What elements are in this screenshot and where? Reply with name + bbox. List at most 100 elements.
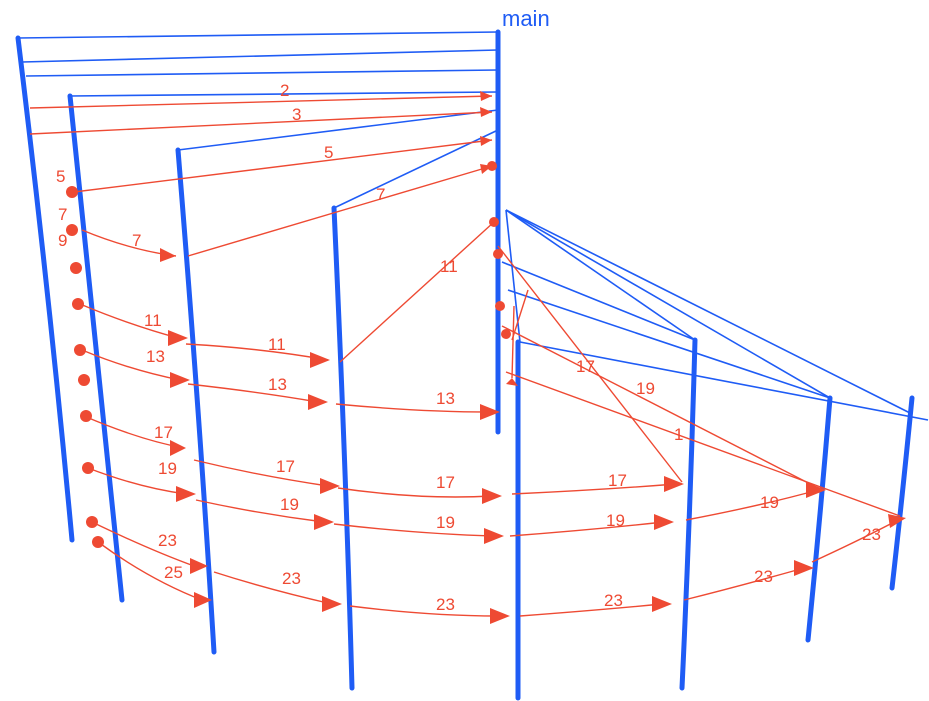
arrowhead [314, 514, 334, 530]
endpoint-dot [495, 301, 505, 311]
message-label: 13 [146, 347, 165, 366]
message-label: 7 [132, 231, 141, 250]
arrowhead [484, 528, 504, 544]
endpoint-dot [66, 224, 78, 236]
tree-branch [505, 209, 913, 415]
message-label: 23 [604, 591, 623, 610]
tree-branch [507, 289, 831, 399]
message-arrow [497, 245, 683, 483]
thread-axis [805, 395, 833, 643]
arrowhead [480, 404, 500, 420]
arrowhead [170, 440, 186, 456]
endpoint-dot [80, 410, 92, 422]
arrowhead [310, 352, 330, 368]
endpoint-dot [86, 516, 98, 528]
message-label: 17 [576, 357, 595, 376]
message-label: 25 [164, 563, 183, 582]
arrowheads [160, 91, 906, 624]
arrowhead [664, 476, 684, 492]
tree-branch [69, 91, 499, 97]
main-thread-label: main [502, 6, 550, 31]
message-arrow [213, 571, 333, 605]
message-arrow [79, 303, 179, 339]
message-label: 19 [760, 493, 779, 512]
arrowhead [480, 136, 492, 146]
tree-branch [505, 209, 696, 341]
endpoint-dot [74, 344, 86, 356]
endpoint-dot [487, 161, 497, 171]
message-label: 7 [376, 185, 385, 204]
arrowhead [170, 372, 190, 388]
endpoint-dot [78, 374, 90, 386]
message-arrow [187, 165, 493, 257]
thread-axes [15, 29, 915, 701]
message-arrow [337, 487, 493, 498]
message-label: 2 [280, 81, 289, 100]
message-arrow [339, 221, 495, 363]
message-arrow [97, 541, 203, 601]
message-label: 7 [58, 205, 67, 224]
endpoint-dot [66, 186, 78, 198]
endpoint-dot [501, 329, 511, 339]
message-arrow [29, 95, 493, 109]
message-label: 3 [292, 105, 301, 124]
message-label: 19 [606, 511, 625, 530]
endpoint-dot [489, 217, 499, 227]
arrowhead [794, 560, 814, 576]
message-arrow [511, 483, 677, 495]
thread-axis [67, 93, 125, 603]
endpoint-dot [493, 249, 503, 259]
message-label: 17 [154, 423, 173, 442]
message-label: 11 [144, 311, 162, 330]
message-label: 5 [56, 167, 65, 186]
message-arrow [185, 343, 329, 361]
message-label: 19 [158, 459, 177, 478]
message-arrow [811, 519, 899, 563]
endpoint-dot [72, 298, 84, 310]
endpoint-dots [66, 161, 511, 548]
arrowhead [480, 107, 492, 117]
message-arrow [29, 111, 493, 135]
message-arrow [81, 349, 181, 381]
arrowhead [190, 558, 208, 574]
arrowhead [482, 488, 502, 504]
message-label: 19 [436, 513, 455, 532]
arrowhead [160, 248, 176, 262]
tree-branch [25, 69, 499, 77]
tree-branch [21, 49, 499, 63]
endpoint-dot [82, 462, 94, 474]
message-arrow [501, 325, 819, 489]
message-arrow [187, 383, 319, 403]
message-arrow [505, 371, 901, 517]
message-arrow [195, 499, 325, 523]
message-label: 11 [268, 335, 286, 354]
message-arrow [333, 523, 495, 537]
arrowhead [806, 482, 826, 498]
message-arrow [73, 139, 493, 193]
tree-branch [177, 109, 499, 151]
endpoint-dot [70, 262, 82, 274]
message-arrow [511, 305, 515, 379]
message-arrow [519, 603, 663, 617]
message-label: 13 [436, 389, 455, 408]
message-arrow [509, 521, 665, 537]
arrowhead [176, 486, 196, 502]
arrowhead [480, 91, 492, 101]
message-label: 19 [636, 379, 655, 398]
arrowhead [506, 378, 518, 386]
arrowhead [490, 608, 510, 624]
message-label: 19 [280, 495, 299, 514]
arrowhead [888, 514, 906, 528]
arrowhead [308, 394, 328, 410]
message-label: 17 [608, 471, 627, 490]
message-arrow [685, 489, 819, 521]
message-label: 11 [440, 257, 458, 276]
message-labels: 2 3 5 7 5 7 7 11 11 11 13 13 13 17 17 17… [56, 81, 881, 614]
message-arrow [511, 289, 529, 341]
thread-axis [175, 147, 217, 655]
message-label: 1 [674, 425, 683, 444]
message-label: 5 [324, 143, 333, 162]
thread-axis [331, 205, 355, 691]
tree-branch [501, 261, 696, 341]
